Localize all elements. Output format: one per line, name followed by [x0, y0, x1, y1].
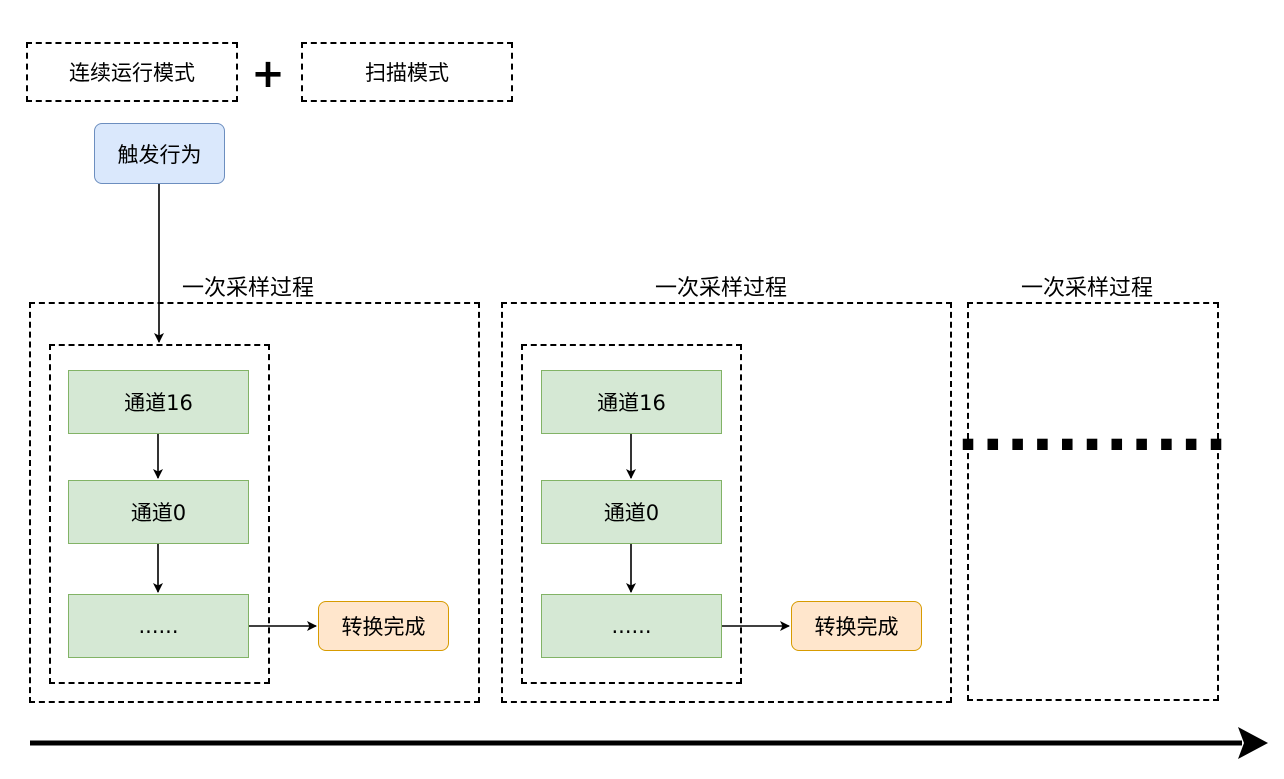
sampling-process-1 [29, 302, 480, 703]
channel-node-more: ...... [68, 594, 249, 658]
sampling-label-3: 一次采样过程 [1021, 276, 1154, 301]
conversion-complete-node: 转换完成 [318, 601, 449, 651]
timeline-arrowhead [1238, 727, 1268, 759]
sampling-process-2 [501, 302, 952, 703]
trigger-node: 触发行为 [94, 123, 225, 184]
channel-group-2 [521, 344, 742, 684]
sampling-label-2: 一次采样过程 [655, 276, 788, 301]
continuous-mode-box: 连续运行模式 [26, 42, 238, 102]
continuous-mode-label: 连续运行模式 [69, 61, 195, 85]
scan-mode-label: 扫描模式 [365, 61, 449, 85]
plus-sign: + [251, 51, 285, 97]
continuation-ellipsis: ........... [956, 395, 1230, 465]
channel-node-16: 通道16 [68, 370, 249, 434]
trigger-label: 触发行为 [117, 142, 202, 167]
sampling-process-3 [967, 302, 1219, 701]
sampling-label-1: 一次采样过程 [182, 276, 315, 301]
channel-node-16: 通道16 [541, 370, 722, 434]
channel-node-0: 通道0 [68, 480, 249, 544]
conversion-complete-node: 转换完成 [791, 601, 922, 651]
scan-mode-box: 扫描模式 [301, 42, 513, 102]
channel-node-more: ...... [541, 594, 722, 658]
channel-group-1 [49, 344, 270, 684]
channel-node-0: 通道0 [541, 480, 722, 544]
